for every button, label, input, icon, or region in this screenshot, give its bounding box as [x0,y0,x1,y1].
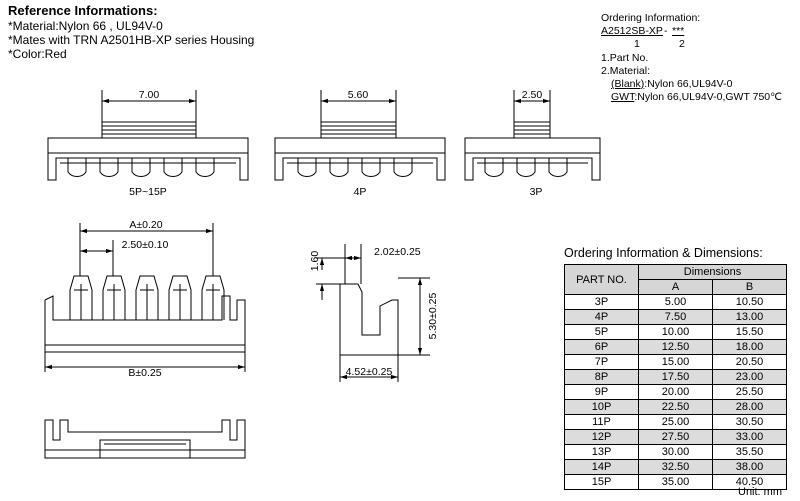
color-line: *Color:Red [8,47,67,61]
bottom-view [44,419,246,459]
a-cell: 27.50 [638,429,713,445]
a-cell: 32.50 [638,459,713,475]
part-cell: 14P [564,459,639,475]
a-cell: 20.00 [638,384,713,400]
b-cell: 28.00 [712,399,787,415]
view-label-3p: 3P [530,186,543,198]
b-cell: 18.00 [712,339,787,355]
top-view-3p [464,90,601,181]
part-cell: 12P [564,429,639,445]
part-index-1: 1 [634,38,640,50]
view-label-4p: 4P [354,186,367,198]
unit-label: Unit: mm [738,486,782,498]
front-view [44,223,246,372]
dim-5-3-label: 5.30±0.25 [427,293,439,340]
b-cell: 25.50 [712,384,787,400]
part-cell: 9P [564,384,639,400]
part-index-2: 2 [679,38,685,50]
part-cell: 5P [564,324,639,340]
dimensions-table-title: Ordering Information & Dimensions: [564,246,763,260]
a-cell: 22.50 [638,399,713,415]
col-a: A [638,279,713,295]
b-cell: 35.50 [712,444,787,460]
part-suffix: *** [672,25,685,37]
reference-title: Reference Informations: [8,3,158,18]
side-view [316,244,430,382]
a-cell: 10.00 [638,324,713,340]
b-cell: 15.50 [712,324,787,340]
dim-2-02-label: 2.02±0.25 [374,246,421,258]
dim-5-6-label: 5.60 [348,89,369,101]
dim-a-label: A±0.20 [129,219,162,231]
part-cell: 7P [564,354,639,370]
item-material: 2.Material: [601,65,651,77]
col-b: B [712,279,787,295]
a-cell: 15.00 [638,354,713,370]
part-cell: 3P [564,294,639,310]
part-cell: 4P [564,309,639,325]
b-cell: 33.00 [712,429,787,445]
b-cell: 10.50 [712,294,787,310]
dim-4-52-label: 4.52±0.25 [346,366,393,378]
b-cell: 23.00 [712,369,787,385]
a-cell: 7.50 [638,309,713,325]
item-part-no: 1.Part No. [601,52,649,64]
top-view-5p-15p [47,90,249,181]
part-code: A2512SB-XP [601,25,663,37]
blank-value: :Nylon 66,UL94V-0 [644,78,733,90]
part-cell: 10P [564,399,639,415]
gwt-value: :Nylon 66,UL94V-0,GWT 750℃ [634,91,782,103]
col-part-no: PART NO. [564,264,639,295]
blank-key: (Blank) [611,78,645,90]
part-cell: 6P [564,339,639,355]
mates-line: *Mates with TRN A2501HB-XP series Housin… [8,33,255,47]
part-cell: 8P [564,369,639,385]
dim-pitch-label: 2.50±0.10 [122,239,169,251]
part-dash: - [664,25,668,37]
dim-1-6-label: 1.60 [309,251,321,272]
dim-2-5-label: 2.50 [522,89,543,101]
a-cell: 12.50 [638,339,713,355]
ordering-title: Ordering Information: [601,12,701,24]
view-label-5p-15p: 5P~15P [129,186,167,198]
part-cell: 15P [564,474,639,490]
a-cell: 5.00 [638,294,713,310]
col-dimensions: Dimensions [638,264,787,280]
b-cell: 20.50 [712,354,787,370]
a-cell: 30.00 [638,444,713,460]
b-cell: 13.00 [712,309,787,325]
b-cell: 40.50 [712,474,787,490]
part-cell: 11P [564,414,639,430]
gwt-key: GWT [611,91,635,103]
a-cell: 35.00 [638,474,713,490]
b-cell: 38.00 [712,459,787,475]
a-cell: 17.50 [638,369,713,385]
dim-b-label: B±0.25 [128,367,161,379]
dim-7-label: 7.00 [139,89,160,101]
top-view-4p [274,90,446,181]
part-cell: 13P [564,444,639,460]
a-cell: 25.00 [638,414,713,430]
b-cell: 30.50 [712,414,787,430]
material-line: *Material:Nylon 66 , UL94V-0 [8,19,163,33]
